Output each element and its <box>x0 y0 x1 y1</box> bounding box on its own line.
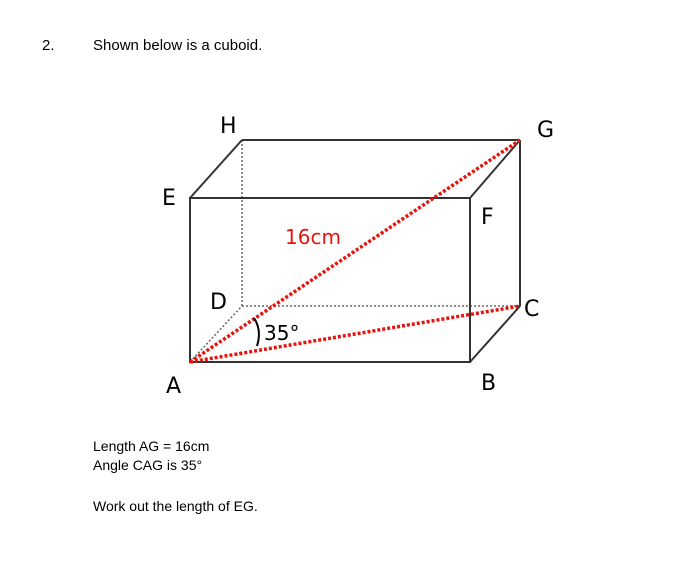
vertex-label-g: G <box>537 118 554 143</box>
edge-ad <box>189 305 243 363</box>
diagonal-ac <box>189 304 521 364</box>
given-length: Length AG = 16cm <box>93 438 210 454</box>
vertex-label-c: C <box>524 297 539 322</box>
vertex-label-d: D <box>210 290 227 315</box>
edge-bc <box>469 305 521 363</box>
front-face <box>189 197 471 363</box>
given-angle: Angle CAG is 35° <box>93 457 203 473</box>
vertex-label-f: F <box>481 205 494 230</box>
vertex-label-h: H <box>220 114 237 139</box>
angle-label: 35° <box>264 321 299 345</box>
visible-edges <box>189 139 521 363</box>
vertex-label-a: A <box>166 374 181 399</box>
task-text: Work out the length of EG. <box>93 498 258 514</box>
diagonal-ag <box>189 138 521 364</box>
vertex-label-b: B <box>481 371 496 396</box>
given-information: Length AG = 16cm Angle CAG is 35° <box>93 437 209 475</box>
question-text: Shown below is a cuboid. <box>93 37 263 54</box>
edge-eh <box>189 139 243 199</box>
length-label: 16cm <box>285 225 341 249</box>
question-number: 2. <box>42 37 55 54</box>
angle-arc <box>253 317 260 347</box>
edge-fg <box>469 139 521 199</box>
vertex-label-e: E <box>162 186 176 211</box>
